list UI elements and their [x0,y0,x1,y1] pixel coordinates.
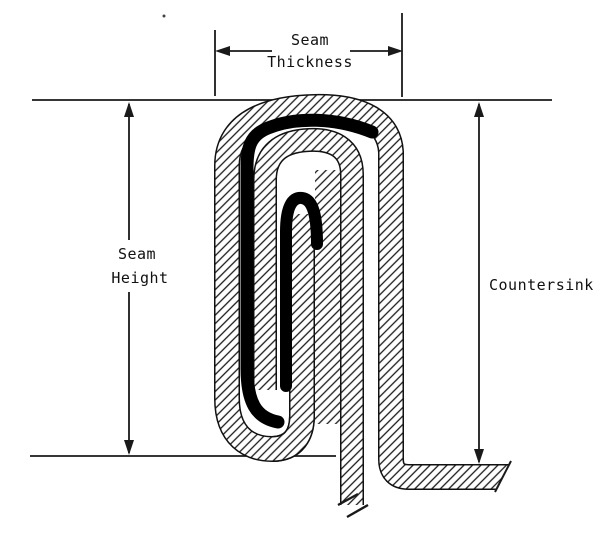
seam-thickness-label-line1: Seam [291,31,329,49]
inner-compound-hook-fill [280,192,323,392]
arrowhead-down-icon [124,440,134,455]
break-line-icon [337,492,359,507]
arrowhead-right-icon [388,46,403,56]
arrowhead-up-icon [124,102,134,117]
panel-cut-mask [494,460,534,493]
seam-thickness-label-line2: Thickness [267,53,353,71]
countersink-label: Countersink [489,276,594,294]
seam-height-label-line2: Height [111,269,168,287]
sealing-compound-fill [240,113,379,429]
arrowhead-up-icon [474,102,484,117]
arrowhead-down-icon [474,449,484,464]
label-mask [102,240,178,292]
arrowhead-left-icon [215,46,230,56]
seam-cross-section [214,93,534,519]
body-hook-hatched [254,129,363,505]
break-line-icon [346,503,369,519]
seam-height-label-line1: Seam [118,245,156,263]
panel-cut-line [494,460,512,493]
stray-ink-speck [162,14,166,18]
cover-hook-hatched [271,214,314,461]
